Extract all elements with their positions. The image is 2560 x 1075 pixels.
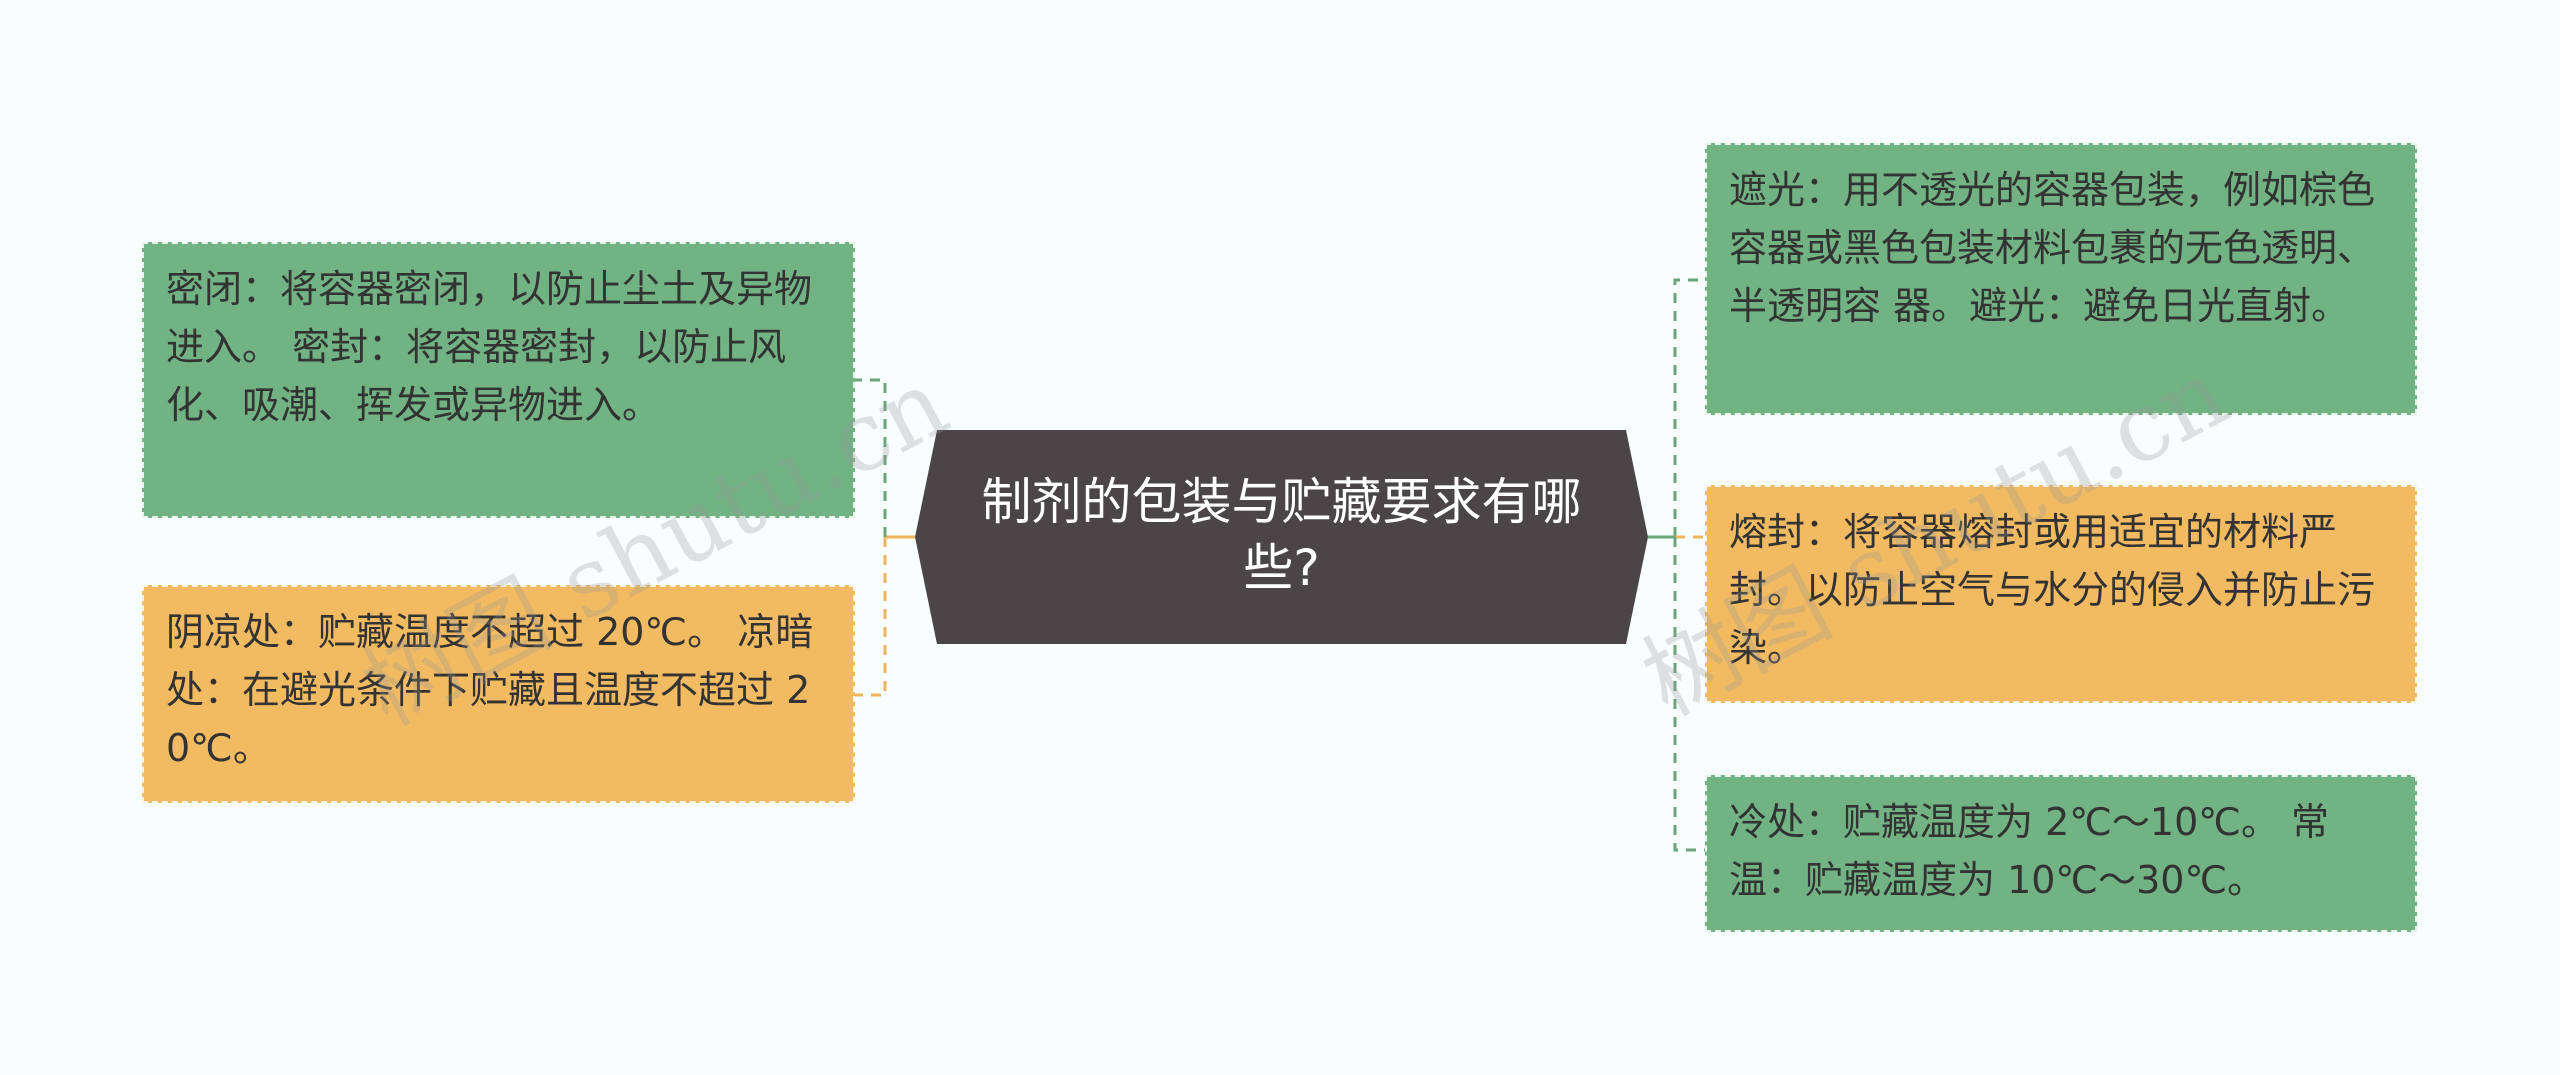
left-node-sealing-text: 密闭：将容器密闭，以防止尘土及异物进入。 密封：将容器密封，以防止风化、吸潮、挥… xyxy=(166,267,813,427)
right-node-fusion-sealing-text: 熔封：将容器熔封或用适宜的材料严封。以防止空气与水分的侵入并防止污染。 xyxy=(1729,510,2376,670)
right-node-cold-storage[interactable]: 冷处：贮藏温度为 2℃～10℃。 常温：贮藏温度为 10℃～30℃。 xyxy=(1705,775,2417,932)
right-node-light-protection[interactable]: 遮光：用不透光的容器包装，例如棕色容器或黑色包装材料包裹的无色透明、半透明容 器… xyxy=(1705,143,2417,415)
left-node-sealing[interactable]: 密闭：将容器密闭，以防止尘土及异物进入。 密封：将容器密封，以防止风化、吸潮、挥… xyxy=(142,242,855,518)
left-node-cool-storage[interactable]: 阴凉处：贮藏温度不超过 20℃。 凉暗处：在避光条件下贮藏且温度不超过 20℃。 xyxy=(142,585,855,803)
right-node-light-protection-text: 遮光：用不透光的容器包装，例如棕色容器或黑色包装材料包裹的无色透明、半透明容 器… xyxy=(1729,168,2376,328)
root-hexagon xyxy=(915,430,1648,644)
right-node-fusion-sealing[interactable]: 熔封：将容器熔封或用适宜的材料严封。以防止空气与水分的侵入并防止污染。 xyxy=(1705,485,2417,703)
right-node-cold-storage-text: 冷处：贮藏温度为 2℃～10℃。 常温：贮藏温度为 10℃～30℃。 xyxy=(1729,800,2330,902)
connector-left-yellow xyxy=(855,537,887,697)
root-title: 制剂的包装与贮藏要求有哪些? xyxy=(981,473,1582,597)
connector-right-bottom xyxy=(1673,537,1705,852)
left-node-cool-storage-text: 阴凉处：贮藏温度不超过 20℃。 凉暗处：在避光条件下贮藏且温度不超过 20℃。 xyxy=(166,610,814,770)
root-node[interactable]: 制剂的包装与贮藏要求有哪些? xyxy=(915,430,1648,644)
connector-left-green xyxy=(855,378,887,537)
connector-right-top xyxy=(1673,278,1705,537)
